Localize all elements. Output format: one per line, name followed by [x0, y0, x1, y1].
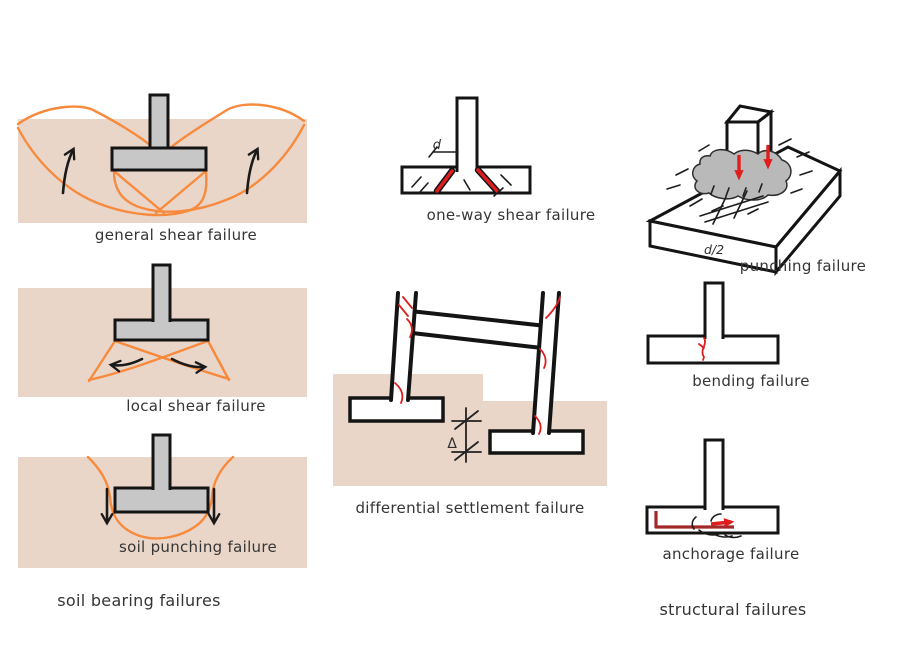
footing-stem: [151, 433, 172, 490]
local-shear-diagram: [18, 263, 307, 397]
slab-front-face: [648, 219, 778, 274]
general-shear-diagram: [16, 93, 307, 223]
anchorage-caption: anchorage failure: [662, 545, 800, 563]
shear-wedge-lines: [113, 339, 231, 381]
local-shear-caption: local shear failure: [126, 397, 266, 415]
slip-marks: [691, 516, 697, 530]
punching-caption: punching failure: [739, 257, 867, 275]
footing-stem: [151, 263, 172, 322]
slip-surface-left: [16, 126, 208, 217]
footing-left: [348, 396, 445, 423]
bending-failure-diagram: [646, 281, 780, 365]
crushed-zone-blob: [692, 148, 792, 201]
soil-punching-caption: soil punching failure: [118, 538, 278, 556]
wedge-line-right: [154, 169, 208, 215]
wedge-line-left: [112, 169, 166, 215]
delta-label: Δ: [447, 436, 457, 452]
anchor-rebar: [654, 511, 734, 529]
shear-arrow-left: [108, 357, 144, 373]
footing-pad: [645, 505, 780, 535]
soil-punching-diagram: [18, 433, 307, 568]
column-right: [531, 291, 545, 435]
punching-failure-diagram: d/2: [645, 104, 843, 277]
column: [703, 281, 725, 339]
heave-arrow-left: [61, 146, 76, 195]
one-way-shear-caption: one-way shear failure: [426, 206, 596, 224]
shear-arrow-right: [170, 357, 208, 374]
column-left: [389, 291, 400, 402]
heave-surface-left: [16, 105, 157, 151]
shear-crack-left: [435, 169, 454, 193]
punch-surface: [86, 455, 235, 540]
footing-right: [488, 429, 585, 455]
effective-depth-label: d: [433, 138, 442, 153]
bending-caption: bending failure: [692, 372, 810, 390]
heave-surface-right: [167, 103, 306, 151]
one-way-shear-diagram: d: [400, 96, 532, 197]
soil-bearing-group-caption: soil bearing failures: [57, 591, 221, 610]
differential-settlement-diagram: Δ: [333, 291, 607, 486]
pullout-arrow: [710, 518, 735, 528]
footing-pad: [110, 146, 208, 172]
joint-cracks: [402, 296, 413, 309]
footing-pad: [646, 334, 780, 365]
slip-surface-right: [112, 123, 306, 213]
footing-pad: [113, 486, 210, 514]
radial-cracks: [675, 168, 689, 176]
heave-arrow-right: [245, 146, 260, 195]
differential-settlement-caption: differential settlement failure: [355, 499, 585, 517]
rebar-marks: [699, 195, 764, 217]
half-depth-label: d/2: [704, 242, 724, 257]
beam: [408, 309, 548, 328]
general-shear-caption: general shear failure: [94, 226, 258, 244]
structural-group-caption: structural failures: [659, 600, 807, 619]
column: [455, 96, 479, 172]
shear-crack-right: [476, 168, 499, 193]
column: [703, 438, 725, 510]
footing-stem: [148, 93, 170, 154]
anchorage-failure-diagram: [645, 438, 780, 539]
footing-pad: [113, 318, 210, 342]
